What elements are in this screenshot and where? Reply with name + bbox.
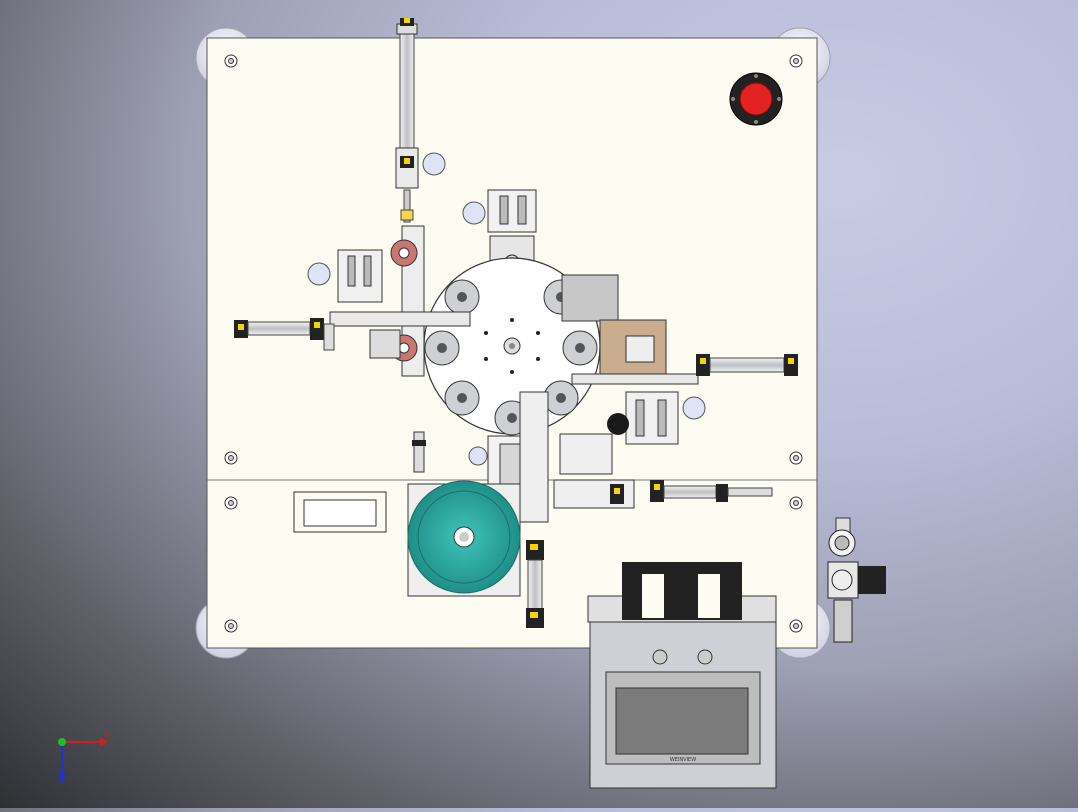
drive-housing bbox=[561, 274, 667, 383]
hmi-brand-text: WEINVIEW bbox=[670, 757, 696, 763]
sensor-left bbox=[412, 431, 426, 473]
vibratory-feeder bbox=[407, 480, 521, 597]
emergency-stop-icon[interactable] bbox=[729, 72, 783, 126]
air-regulator-icon[interactable] bbox=[827, 517, 886, 643]
cylinder-bottom bbox=[526, 540, 544, 628]
x-axis-label: X bbox=[104, 732, 111, 743]
cylinder-right bbox=[571, 354, 798, 385]
station-bottom-right bbox=[607, 391, 679, 445]
axis-triad-icon: X Z bbox=[48, 728, 118, 790]
plate-holes bbox=[307, 152, 706, 466]
z-axis-label: Z bbox=[58, 776, 65, 787]
cylinder-top bbox=[395, 18, 419, 223]
nameplate bbox=[293, 491, 387, 533]
station-left bbox=[329, 225, 471, 377]
hmi-panel[interactable]: WEINVIEW bbox=[587, 562, 777, 789]
cylinder-left bbox=[234, 318, 335, 351]
station-bottom bbox=[487, 391, 773, 523]
